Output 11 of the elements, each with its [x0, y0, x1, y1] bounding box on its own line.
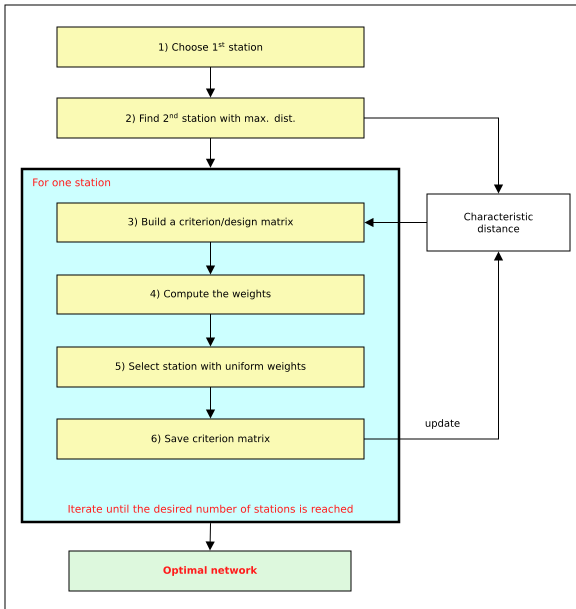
result-box: Optimal network [68, 550, 352, 592]
process-box: 5) Select station with uniform weights [56, 346, 364, 388]
process-box: 6) Save criterion matrix [56, 418, 364, 460]
info-box: Characteristic distance [426, 194, 570, 252]
process-box: 2) Find 2$^{nd}$ station with max. dist. [56, 98, 364, 138]
group-heading: For one station [33, 178, 110, 186]
process-box: 3) Build a criterion/design matrix [56, 202, 364, 242]
edge-label: update [426, 419, 460, 429]
loop-note: Iterate until the desired number of stations is reached [68, 504, 352, 513]
process-box: 4) Compute the weights [56, 274, 364, 314]
process-box: 1) Choose 1$^{st}$ station [56, 26, 364, 68]
